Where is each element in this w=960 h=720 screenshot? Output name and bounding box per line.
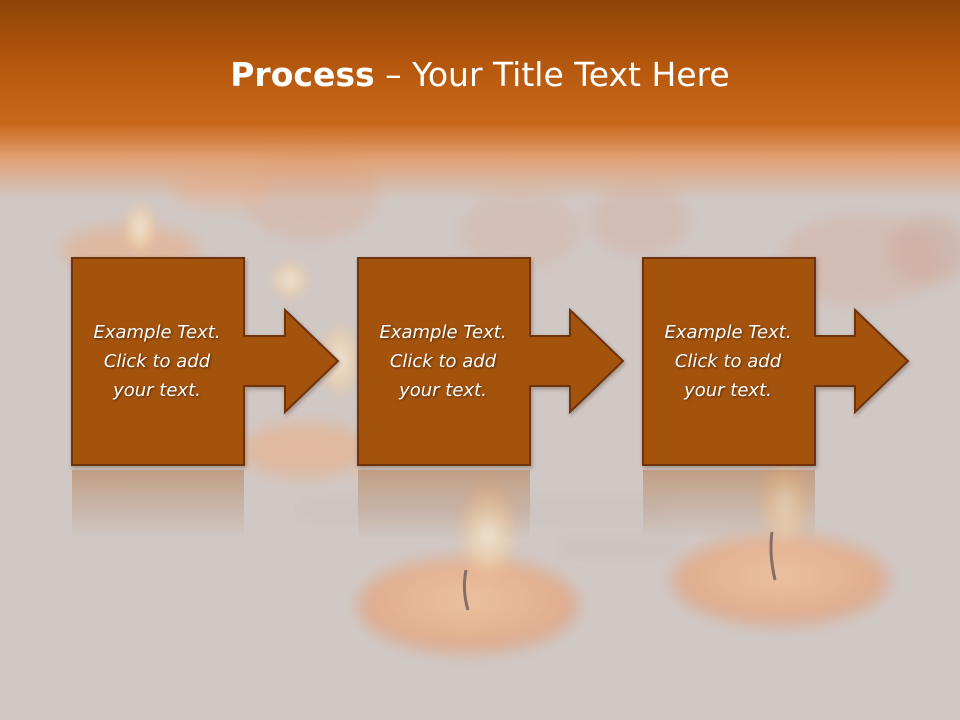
step-3-shape[interactable] [642,257,910,466]
title-bold-part: Process [230,55,375,94]
step-1-text[interactable]: Example Text. Click to add your text. [72,258,242,464]
slide-title: Process – Your Title Text Here [0,52,960,98]
step-1-shape[interactable] [71,257,340,466]
step-2-label: Example Text. Click to add your text. [379,321,507,401]
step-2-shape[interactable] [357,257,625,466]
step-3-text[interactable]: Example Text. Click to add your text. [643,258,813,464]
step-2-text[interactable]: Example Text. Click to add your text. [358,258,528,464]
step-1-label: Example Text. Click to add your text. [93,321,221,401]
title-rest-part: – Your Title Text Here [374,55,730,94]
step-reflections [72,470,815,540]
header-band [0,0,960,200]
step-3-label: Example Text. Click to add your text. [664,321,792,401]
